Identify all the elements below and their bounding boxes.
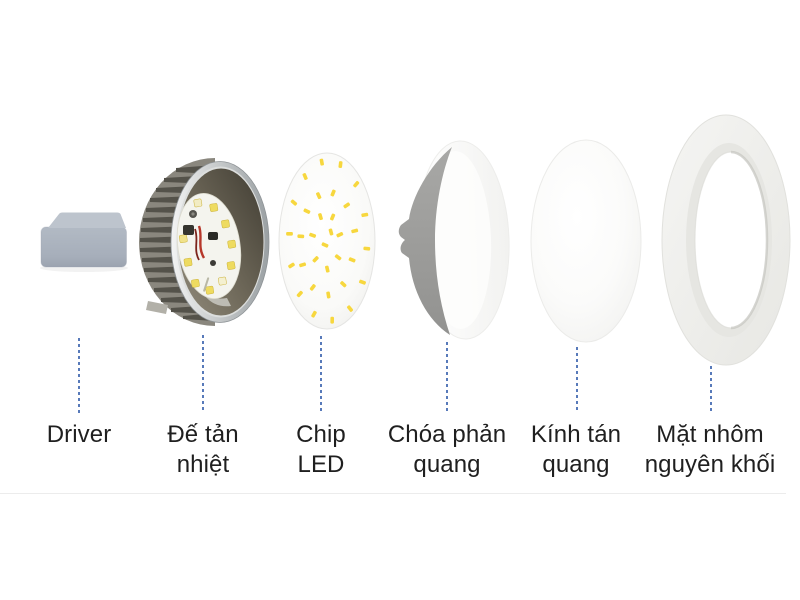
led-chip (361, 212, 369, 218)
led-chip (346, 305, 354, 312)
heatsink-mount-tab (146, 301, 168, 314)
label-face-ring: Mặt nhôm nguyên khối (630, 420, 790, 480)
led-chip (338, 161, 343, 169)
led-chip (319, 158, 324, 166)
led-chip (340, 281, 347, 288)
label-line: Chip (296, 421, 346, 448)
led-chip (302, 173, 308, 180)
heatsink-illustration (139, 158, 270, 326)
label-line: Đế tản (167, 421, 239, 448)
ring-inner-shadow (730, 150, 769, 330)
led-chip (290, 199, 298, 206)
pcb-print-marking (203, 277, 210, 292)
led-chip (348, 257, 356, 263)
driver-box-front (40, 226, 127, 268)
led-chip (328, 228, 334, 236)
face-ring-illustration (661, 114, 791, 366)
led-chip (321, 242, 329, 248)
led-chip (297, 234, 305, 239)
label-line: nhiệt (176, 451, 230, 478)
driver-box-top (48, 212, 126, 228)
label-line: Driver (46, 421, 112, 448)
led-chip (309, 284, 316, 291)
led-chip (312, 256, 319, 263)
led-chip (336, 231, 344, 238)
pcb-dark-wire (194, 228, 200, 261)
led-chip (353, 180, 360, 188)
led-chip (303, 208, 311, 214)
led-chip (363, 246, 371, 251)
led-chip (330, 189, 336, 197)
chip-led-illustration (278, 152, 376, 330)
label-heatsink: Đế tản nhiệt (153, 420, 253, 480)
label-line: LED (297, 451, 345, 478)
diffuser-lens (530, 139, 642, 343)
led-chip (326, 291, 331, 299)
label-line: Chóa phản (387, 421, 507, 448)
led-chip (334, 254, 342, 261)
label-line: quang (413, 451, 481, 478)
pcb-component (208, 232, 218, 240)
reflector-back-shell (398, 147, 452, 335)
bottom-divider (0, 493, 786, 494)
pcb-connector (183, 225, 194, 235)
driver-illustration (40, 212, 128, 272)
led-chip (311, 310, 317, 318)
led-chip (296, 290, 303, 298)
label-reflector: Chóa phản quang (386, 420, 508, 480)
led-chip (351, 228, 359, 234)
led-chip (359, 279, 366, 285)
led-disc (278, 152, 376, 330)
label-line: quang (542, 451, 610, 478)
led-chip (288, 262, 295, 269)
leader-lines (78, 335, 712, 413)
led-chip (316, 192, 322, 200)
label-diffuser: Kính tán quang (516, 420, 636, 480)
diffuser-illustration (530, 139, 642, 343)
label-line: Kính tán (530, 421, 622, 448)
led-pcb (176, 193, 242, 299)
reflector-interior (424, 151, 492, 329)
led-chip (325, 265, 330, 273)
led-chip (330, 316, 335, 324)
led-chip (318, 213, 323, 221)
led-chip (329, 213, 336, 221)
pcb-led-chips (178, 198, 237, 295)
led-chip (299, 262, 307, 268)
reflector-illustration (398, 140, 510, 340)
pcb-red-wire (197, 225, 206, 259)
led-chip (286, 231, 293, 236)
ring-hole (695, 152, 767, 328)
label-chip-led: Chip LED (271, 420, 371, 480)
label-driver: Driver (29, 420, 129, 450)
led-chip (343, 202, 351, 209)
label-line: nguyên khối (644, 451, 776, 478)
led-chips-group (286, 158, 371, 324)
led-chip (309, 232, 317, 238)
label-line: Mặt nhôm (656, 421, 764, 448)
